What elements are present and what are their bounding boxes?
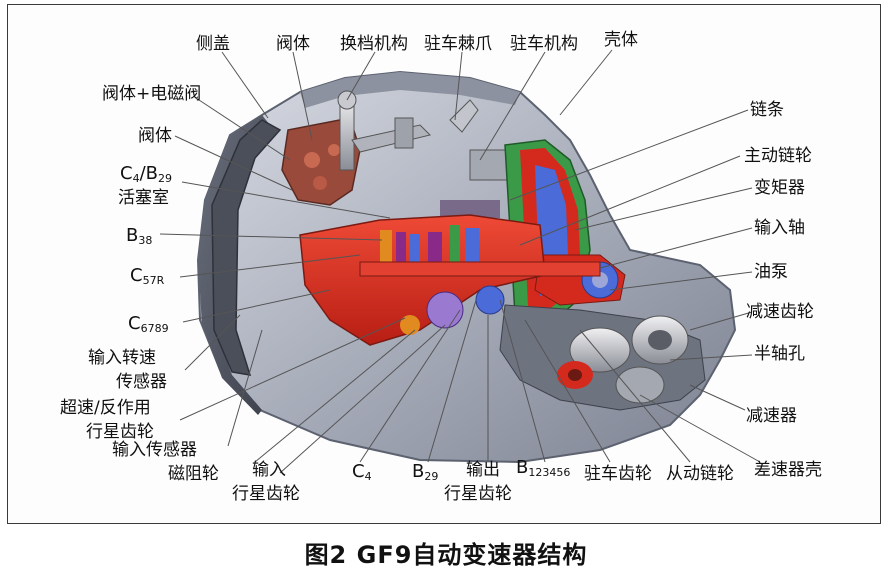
label-valve-body-top: 阀体 — [276, 34, 310, 54]
label-input-planetary-2: 行星齿轮 — [232, 484, 300, 504]
label-parking-pawl: 驻车棘爪 — [424, 34, 492, 54]
label-differential-housing: 差速器壳 — [754, 460, 822, 480]
label-half-shaft-hole: 半轴孔 — [754, 344, 805, 364]
label-input-speed-sensor-2: 传感器 — [116, 372, 167, 392]
label-side-cover: 侧盖 — [196, 34, 230, 54]
side-cover-shape — [211, 119, 282, 376]
leader-lines — [159, 49, 761, 474]
label-oil-pump: 油泵 — [754, 262, 788, 282]
label-reducer: 减速器 — [746, 406, 797, 426]
label-piston-chamber: 活塞室 — [118, 188, 169, 208]
parking-mechanism-shape — [440, 99, 511, 218]
label-b123456: B123456 — [516, 457, 571, 480]
label-reluctor-wheel: 磁阻轮 — [168, 464, 219, 484]
label-drive-sprocket: 主动链轮 — [744, 146, 812, 166]
label-reduction-gear: 减速齿轮 — [746, 302, 814, 322]
label-c6789: C6789 — [128, 313, 169, 336]
label-c57r: C57R — [130, 265, 165, 288]
label-parking-gear: 驻车齿轮 — [584, 464, 652, 484]
label-driven-sprocket: 从动链轮 — [666, 464, 734, 484]
label-c4: C4 — [352, 461, 372, 484]
shift-mechanism-shape — [337, 90, 431, 171]
label-input-planetary-1: 输入 — [252, 460, 286, 480]
label-housing: 壳体 — [604, 30, 638, 50]
label-input-shaft: 输入轴 — [754, 218, 805, 238]
label-output-planetary-2: 行星齿轮 — [444, 484, 512, 504]
label-valve-body-solenoid: 阀体+电磁阀 — [102, 84, 202, 104]
label-input-sensor: 输入传感器 — [112, 440, 197, 460]
label-b29: B29 — [412, 461, 439, 484]
label-b38: B38 — [126, 225, 153, 248]
label-valve-body-left: 阀体 — [138, 126, 172, 146]
label-chain: 链条 — [750, 100, 784, 120]
label-shift-mechanism: 换档机构 — [340, 34, 408, 54]
label-c4-b29: C4/B29 — [120, 163, 172, 186]
label-overdrive-gear-1: 超速/反作用 — [60, 398, 151, 418]
clutch-pack-shape — [299, 214, 601, 346]
label-parking-mechanism: 驻车机构 — [510, 34, 578, 54]
label-overdrive-gear-2: 行星齿轮 — [86, 422, 154, 442]
label-input-speed-sensor-1: 输入转速 — [88, 348, 156, 368]
label-torque-converter: 变矩器 — [754, 178, 805, 198]
label-output-planetary-1: 输出 — [466, 460, 500, 480]
figure-caption: 图2 GF9自动变速器结构 — [304, 541, 588, 569]
